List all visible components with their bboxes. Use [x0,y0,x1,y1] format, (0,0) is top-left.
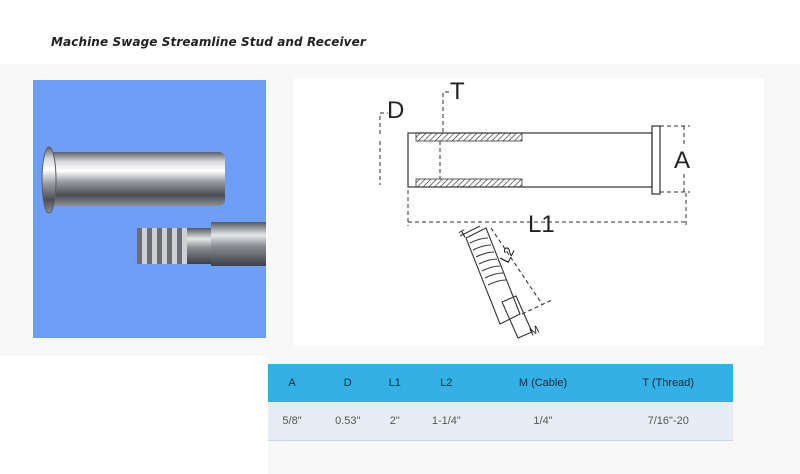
cell-m: 1/4" [482,402,604,441]
cell-l2: 1-1/4" [410,402,483,441]
stud-drawing [459,225,553,339]
cell-l1: 2" [379,402,411,441]
table-header-row: A D L1 L2 M (Cable) T (Thread) [268,364,733,402]
cell-d: 0.53" [316,402,380,441]
col-header-m: M (Cable) [482,364,604,402]
col-header-d: D [316,364,380,402]
receiver-photo [41,146,225,214]
col-header-l2: L2 [410,364,483,402]
col-header-a: A [268,364,317,402]
col-header-t: T (Thread) [603,364,733,402]
product-photo [33,80,266,338]
dimension-lines [379,91,690,226]
label-l1: L1 [528,211,555,238]
label-t: T [450,78,465,105]
cell-t: 7/16"-20 [603,402,733,441]
cell-a: 5/8" [268,402,317,441]
technical-drawing: D T A L1 L2 T M [294,78,764,346]
table-row: 5/8" 0.53" 2" 1-1/4" 1/4" 7/16"-20 [268,402,733,441]
page-title: Machine Swage Streamline Stud and Receiv… [51,35,366,49]
stud-photo [137,222,266,266]
label-a: A [674,147,690,174]
receiver-drawing [407,125,661,195]
label-l2: L2 [496,244,517,265]
label-d: D [387,97,404,124]
col-header-l1: L1 [379,364,411,402]
spec-table: A D L1 L2 M (Cable) T (Thread) 5/8" 0.53… [268,364,733,441]
label-t-stud: T [458,228,470,242]
